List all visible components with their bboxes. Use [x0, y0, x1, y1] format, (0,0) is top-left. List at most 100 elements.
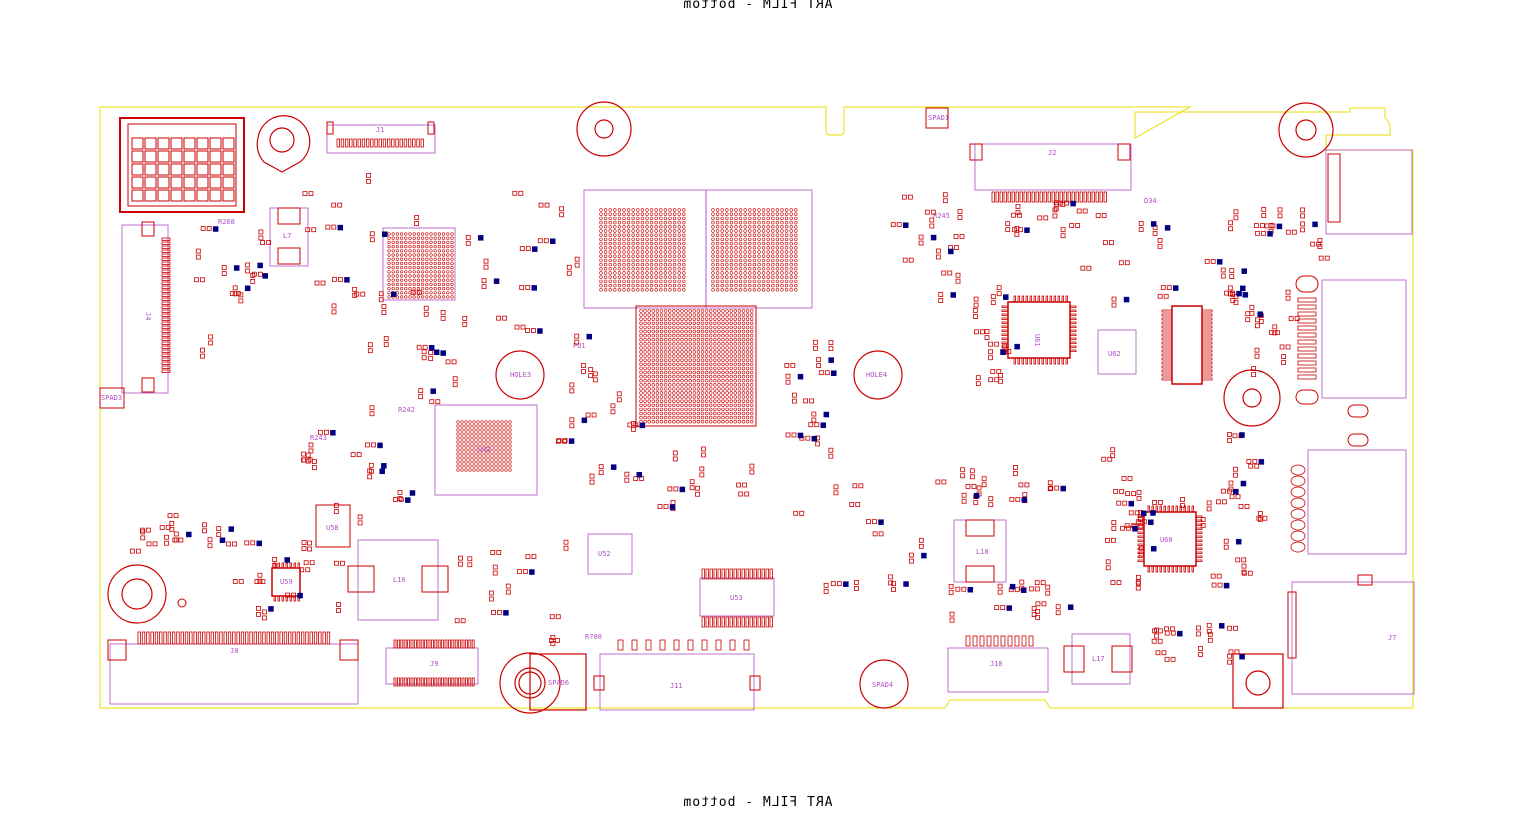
- pad: [1161, 357, 1173, 361]
- ball: [789, 267, 793, 271]
- pad: [717, 568, 721, 580]
- label-u59: U59: [280, 578, 293, 586]
- pad: [1241, 268, 1248, 274]
- ball: [729, 354, 733, 358]
- ball: [672, 229, 677, 233]
- pad: [161, 273, 171, 277]
- ball: [643, 415, 647, 420]
- pad: [1069, 333, 1077, 337]
- ball: [677, 241, 681, 246]
- ball: [680, 366, 684, 371]
- ball: [711, 258, 715, 263]
- pad: [902, 222, 909, 228]
- ball: [450, 253, 454, 257]
- pad: [663, 504, 669, 509]
- ball: [745, 354, 750, 358]
- ball: [636, 250, 640, 254]
- pad: [1069, 223, 1075, 228]
- ball: [643, 309, 647, 313]
- ball: [743, 246, 747, 250]
- pad: [699, 472, 705, 478]
- ball: [745, 317, 750, 321]
- pad: [1164, 225, 1171, 231]
- pad: [1028, 635, 1034, 647]
- pad: [673, 486, 679, 492]
- label-r243: R243: [310, 434, 327, 442]
- pad: [490, 550, 496, 555]
- ball: [771, 246, 775, 250]
- pad: [574, 262, 580, 268]
- pad: [303, 560, 309, 566]
- ball: [500, 448, 504, 452]
- pad: [1155, 565, 1159, 573]
- ball: [442, 257, 446, 261]
- ball: [617, 254, 622, 258]
- ball: [682, 212, 686, 216]
- ball: [696, 309, 701, 313]
- ball: [745, 399, 750, 403]
- pad: [1201, 329, 1213, 333]
- ball: [749, 342, 754, 346]
- ball: [608, 271, 612, 275]
- ball: [672, 233, 677, 237]
- ball: [640, 275, 645, 279]
- ball: [649, 212, 654, 216]
- pad: [1151, 565, 1155, 573]
- ball: [672, 391, 676, 395]
- ball: [504, 444, 508, 448]
- pad: [1121, 476, 1127, 481]
- ball: [446, 295, 450, 299]
- ball: [492, 452, 496, 456]
- pad: [1053, 357, 1057, 365]
- ball: [391, 287, 395, 291]
- ball: [775, 233, 780, 237]
- ball: [599, 275, 603, 279]
- pad: [1110, 453, 1116, 459]
- ball: [663, 271, 668, 275]
- ball: [456, 452, 460, 456]
- ball: [651, 407, 655, 412]
- pad: [422, 344, 428, 350]
- pad: [1101, 456, 1107, 462]
- ball: [761, 279, 766, 284]
- ball: [672, 317, 676, 321]
- ball: [468, 444, 472, 448]
- ball: [729, 362, 733, 366]
- pad: [1037, 357, 1041, 365]
- ball: [472, 424, 476, 428]
- pad: [1157, 243, 1163, 249]
- ball: [639, 317, 643, 321]
- ball: [663, 395, 668, 399]
- ball: [713, 370, 717, 375]
- pad: [799, 510, 805, 516]
- pad: [427, 677, 431, 687]
- pad: [145, 527, 151, 533]
- ball: [640, 241, 645, 246]
- ball: [636, 279, 640, 284]
- ball: [733, 342, 737, 346]
- ball: [684, 309, 688, 313]
- pad: [631, 420, 636, 426]
- pad: [1195, 547, 1203, 551]
- ball: [484, 464, 488, 468]
- pad: [250, 540, 256, 546]
- ball: [672, 370, 676, 375]
- ball: [725, 370, 729, 375]
- ball: [680, 407, 684, 412]
- ball: [663, 379, 668, 383]
- ball: [696, 403, 701, 407]
- ball: [745, 338, 750, 342]
- ball: [680, 346, 684, 350]
- ball: [446, 282, 450, 287]
- ball: [680, 411, 684, 416]
- ball: [749, 338, 754, 342]
- pad: [1285, 229, 1291, 235]
- ball: [717, 399, 721, 403]
- ball: [692, 379, 696, 383]
- ball: [745, 321, 750, 325]
- pad: [383, 336, 389, 341]
- ball: [766, 220, 770, 225]
- pad: [713, 616, 717, 628]
- ball: [745, 342, 750, 346]
- ball: [416, 261, 421, 266]
